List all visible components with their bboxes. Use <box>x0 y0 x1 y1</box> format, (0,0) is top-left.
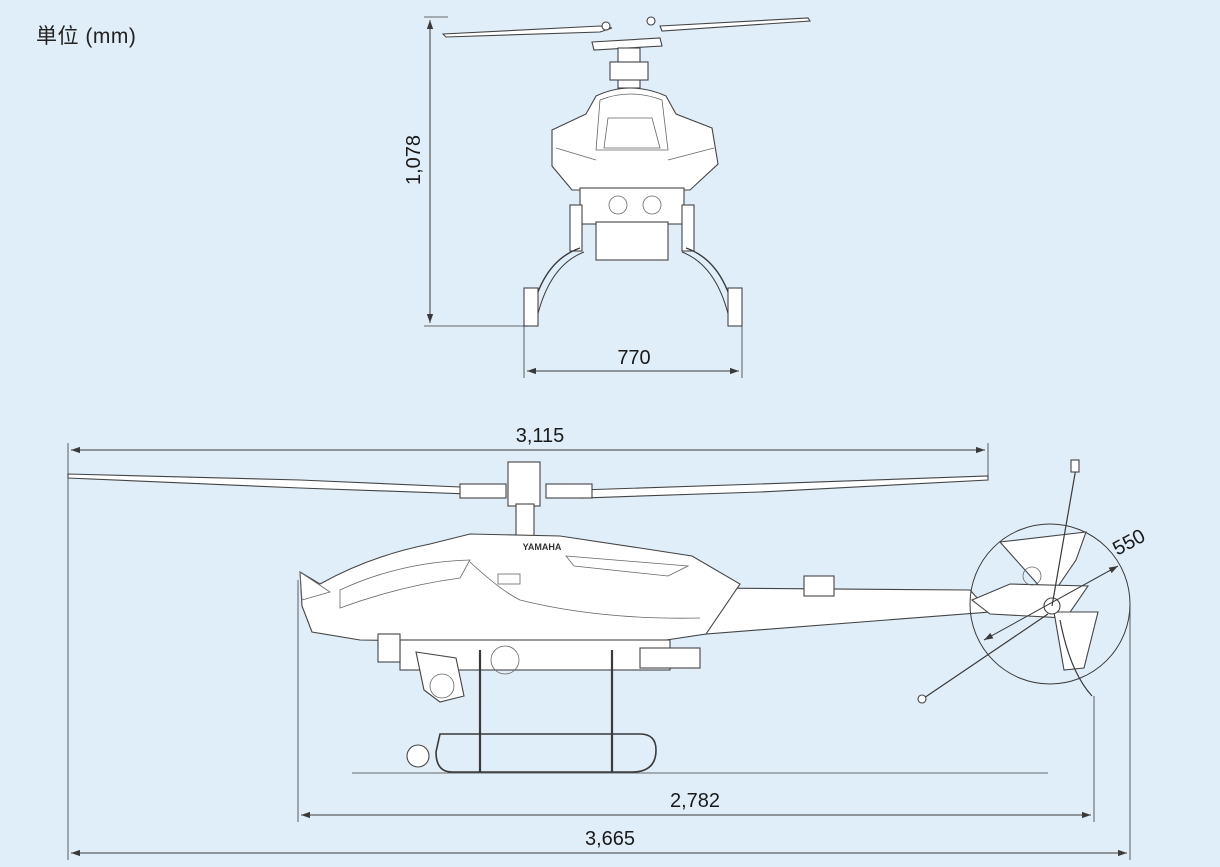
side-blade-grip-left <box>459 483 507 499</box>
front-engine-cylinder-left <box>608 195 628 215</box>
antenna-lower-tip <box>917 694 927 704</box>
side-vent-panel <box>565 555 690 577</box>
side-body-contour <box>469 561 701 619</box>
side-canopy-stripe <box>339 559 471 609</box>
side-rotor-blade-right <box>579 475 989 499</box>
rotor-span-value: 3,115 <box>516 425 565 447</box>
antenna-upper-tip <box>1070 459 1080 473</box>
front-payload-tank <box>595 221 669 261</box>
front-side-panels <box>555 147 715 161</box>
front-swashplate <box>609 61 649 81</box>
side-tail-boom <box>699 587 992 635</box>
front-engine-cylinder-right <box>642 195 662 215</box>
front-landing-gear-inner <box>535 251 731 323</box>
front-skid-left <box>523 287 539 327</box>
side-nose-fin <box>299 571 331 601</box>
front-blade-grip-left <box>601 21 611 31</box>
front-view-dimensions: 1,078 770 <box>403 16 743 378</box>
side-brand-logo: YAMAHA <box>523 542 562 552</box>
side-camera-lens <box>429 673 455 699</box>
side-blade-grip-right <box>545 483 593 499</box>
side-landing-skid <box>435 733 657 773</box>
tail-rotor-dimension-line <box>983 565 1119 641</box>
side-engine-pulley <box>490 645 520 675</box>
fuselage-length-value: 2,782 <box>670 790 720 812</box>
front-side-tank-right <box>681 204 695 252</box>
side-camera-pod <box>415 651 465 703</box>
front-side-tank-left <box>569 204 583 252</box>
width-dimension-value: 770 <box>617 347 650 369</box>
side-rotor-head <box>507 461 541 507</box>
overall-length-value: 3,665 <box>585 828 635 850</box>
side-fuselage <box>299 533 741 645</box>
front-cockpit-opening <box>595 93 669 151</box>
front-fuselage <box>551 87 719 191</box>
front-rotor-blade-left <box>441 25 613 38</box>
front-cockpit-inner <box>603 117 661 149</box>
antenna-lower <box>923 613 1049 699</box>
side-vent-small <box>497 573 521 585</box>
side-front-sensor <box>377 633 401 663</box>
side-tail-sensor <box>803 575 835 597</box>
side-exhaust <box>639 647 701 669</box>
front-engine-block <box>579 187 685 225</box>
front-skid-right <box>727 287 743 327</box>
height-dimension-value: 1,078 <box>403 135 425 185</box>
side-skid-wheel <box>406 744 430 768</box>
front-rotor-blade-right <box>659 17 811 32</box>
unit-label: 単位 (mm) <box>36 25 137 48</box>
front-blade-grip-right <box>646 16 656 26</box>
front-view <box>441 16 811 327</box>
side-view: YAMAHA <box>67 459 1131 774</box>
tail-rotor-value: 550 <box>1109 525 1149 560</box>
side-rotor-blade-left <box>67 473 472 495</box>
front-rotor-hub <box>591 37 663 51</box>
